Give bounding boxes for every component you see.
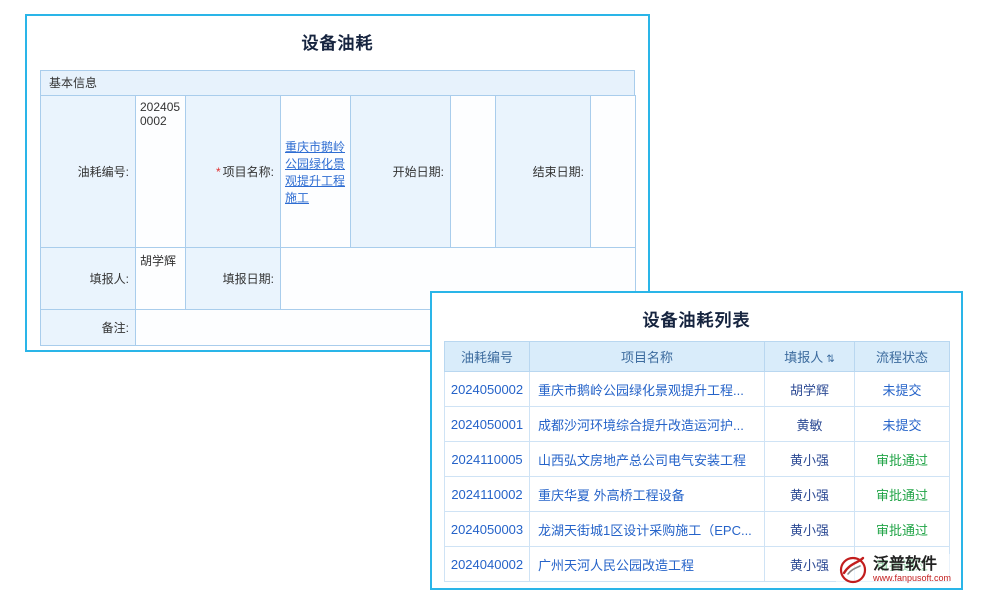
start-date-label: 开始日期: [350,95,451,248]
list-title: 设备油耗列表 [642,311,751,330]
status-link[interactable]: 审批通过 [854,476,950,512]
brand-name: 泛普软件 [872,556,937,574]
required-asterisk: * [215,165,221,179]
project-link[interactable]: 龙湖天街城1区设计采购施工（EPC... [529,511,765,547]
fuel-no-link[interactable]: 2024110002 [444,476,530,512]
fuel-no-link[interactable]: 2024110005 [444,441,530,477]
fuel-no-link[interactable]: 2024050001 [444,406,530,442]
filler-label: 填报人: [40,247,136,310]
status-link[interactable]: 审批通过 [854,511,950,547]
person-cell: 黄敏 [764,406,855,442]
fill-date-field[interactable] [280,247,636,310]
form-title: 设备油耗 [301,34,374,53]
fuel-no-link[interactable]: 2024050002 [444,371,530,407]
fill-date-label: 填报日期: [185,247,281,310]
section-basic-info: 基本信息 [40,70,635,96]
person-cell: 黄小强 [764,441,855,477]
status-link[interactable]: 审批通过 [854,441,950,477]
fuel-no-field[interactable]: 2024050002 [135,95,186,248]
end-date-field[interactable] [590,95,636,248]
fanpu-logo-icon [839,556,867,584]
col-header-fuel-no: 油耗编号 [444,341,530,372]
watermark-text: 泛普软件 www.fanpusoft.com [873,556,951,583]
project-label: *项目名称: [185,95,281,248]
project-link[interactable]: 成都沙河环境综合提升改造运河护... [529,406,765,442]
project-link[interactable]: 重庆市鹅岭公园绿化景观提升工程... [529,371,765,407]
table-header-row: 油耗编号 项目名称 填报人⇅ 流程状态 [444,341,950,372]
person-cell: 黄小强 [764,511,855,547]
project-link[interactable]: 重庆华夏 外高桥工程设备 [529,476,765,512]
project-link[interactable]: 山西弘文房地产总公司电气安装工程 [529,441,765,477]
remark-label: 备注: [40,309,136,346]
project-field: 重庆市鹅岭公园绿化景观提升工程施工 [280,95,351,248]
sort-icon[interactable]: ⇅ [826,354,835,365]
project-name-link[interactable]: 重庆市鹅岭公园绿化景观提升工程施工 [285,139,346,205]
col-header-project: 项目名称 [529,341,765,372]
col-header-status: 流程状态 [854,341,950,372]
end-date-label: 结束日期: [495,95,591,248]
brand-watermark: 泛普软件 www.fanpusoft.com [835,554,953,586]
status-link[interactable]: 未提交 [854,371,950,407]
start-date-field[interactable] [450,95,496,248]
filler-field[interactable]: 胡学辉 [135,247,186,310]
fuel-no-link[interactable]: 2024040002 [444,546,530,582]
person-cell: 黄小强 [764,476,855,512]
fuel-no-label: 油耗编号: [40,95,136,248]
fuel-no-link[interactable]: 2024050003 [444,511,530,547]
col-header-person[interactable]: 填报人⇅ [764,341,855,372]
person-cell: 胡学辉 [764,371,855,407]
project-link[interactable]: 广州天河人民公园改造工程 [529,546,765,582]
brand-url: www.fanpusoft.com [872,572,951,583]
status-link[interactable]: 未提交 [854,406,950,442]
